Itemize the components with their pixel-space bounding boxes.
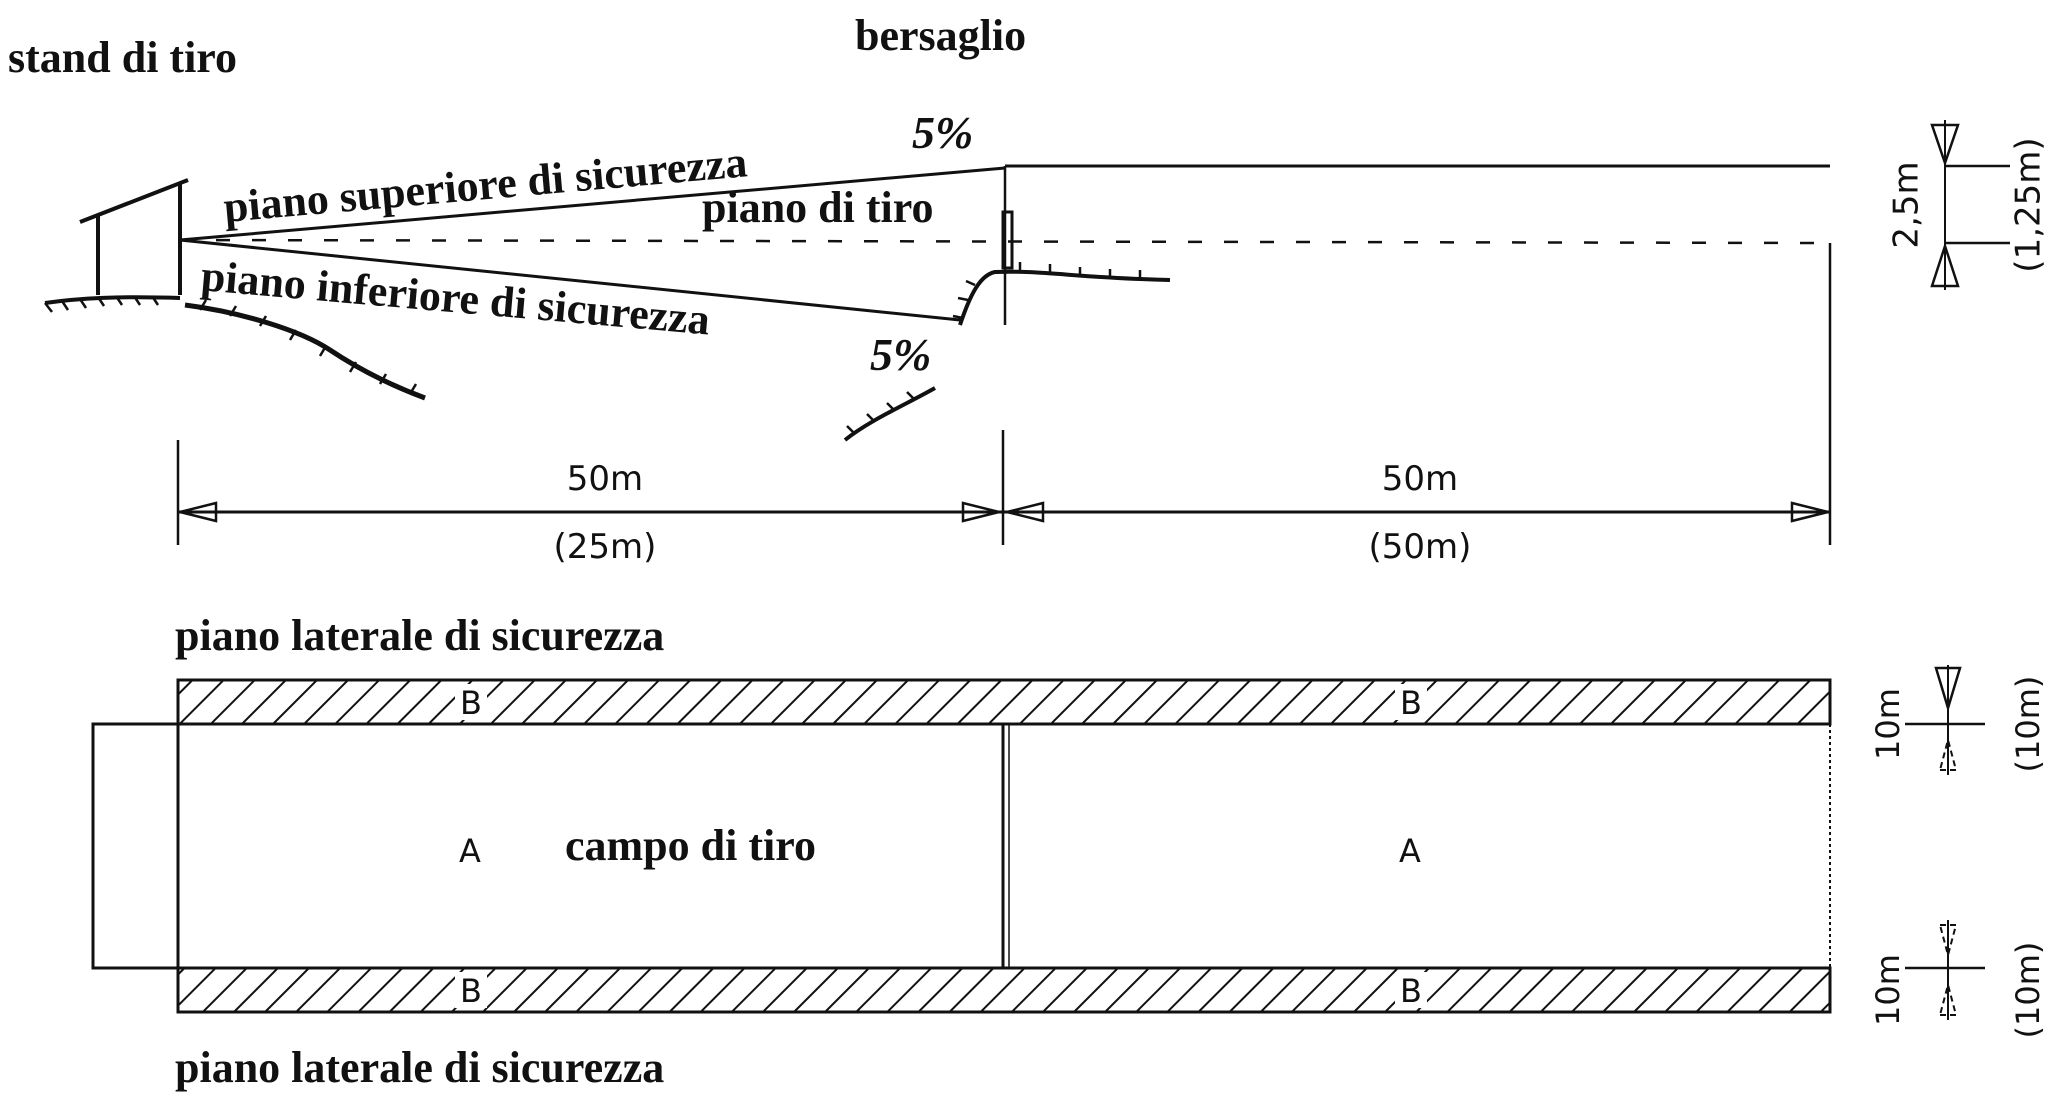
target-post [1001, 166, 1014, 325]
left-length-label: 50m [567, 459, 643, 499]
lower-plane-label: piano inferiore di sicurezza [199, 251, 712, 344]
zone-b-top-left: B [460, 684, 482, 722]
lower-pct-label: 5% [870, 329, 931, 380]
lateral-dimensions [1905, 665, 1985, 1020]
upper-plane-label: piano superiore di sicurezza [222, 137, 749, 232]
lateral-top-label: piano laterale di sicurezza [175, 611, 664, 660]
lat-bottom-label: 10m [1869, 954, 1907, 1026]
lat-top-alt-label: (10m) [2009, 676, 2047, 773]
length-dimension [176, 243, 1832, 545]
zone-b-bottom-right: B [1400, 972, 1422, 1010]
zone-b-bottom-left: B [460, 972, 482, 1010]
height-alt-label: (1,25m) [2009, 137, 2049, 272]
upper-pct-label: 5% [912, 107, 973, 158]
shooting-stand [79, 178, 189, 295]
target-label: bersaglio [855, 11, 1026, 60]
stand-footprint [91, 722, 180, 970]
plan-view [91, 678, 1832, 1014]
lat-bottom-alt-label: (10m) [2009, 942, 2047, 1039]
firing-planes [179, 164, 1831, 322]
zone-a-right: A [1399, 832, 1421, 870]
lat-top-label: 10m [1869, 688, 1907, 760]
right-length-alt-label: (50m) [1369, 527, 1472, 567]
lateral-band-top [176, 678, 1832, 726]
field-label: campo di tiro [565, 821, 816, 870]
left-length-alt-label: (25m) [554, 527, 657, 567]
ground-profile [44, 262, 1171, 442]
lateral-band-bottom [176, 966, 1832, 1014]
right-length-label: 50m [1382, 459, 1458, 499]
height-label: 2,5m [1887, 161, 1927, 248]
zone-b-top-right: B [1400, 684, 1422, 722]
firing-plane-label: piano di tiro [702, 183, 933, 232]
zone-a-left: A [459, 832, 481, 870]
height-dimension [1930, 120, 2010, 290]
stand-label: stand di tiro [8, 33, 237, 82]
lateral-bottom-label: piano laterale di sicurezza [175, 1043, 664, 1092]
